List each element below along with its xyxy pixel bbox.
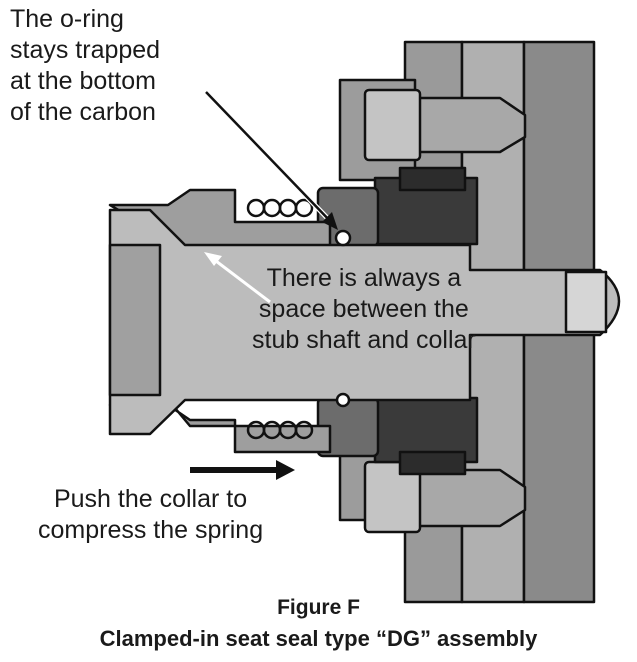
clamp-bolt-bottom [413,468,527,528]
bolt-head-top [363,88,422,162]
push-annotation: Push the collar to compress the spring [38,484,263,546]
oring-annotation-line: of the carbon [10,98,156,126]
space-annotation: There is always a space between the stub… [252,263,476,356]
space-pointer-arrow [204,252,271,304]
oring-annotation-line: at the bottom [10,67,156,95]
push-arrow [190,460,295,480]
oring-annotation: The o-ring stays trapped at the bottom o… [10,4,160,128]
push-annotation-line: compress the spring [38,516,264,544]
space-annotation-line: stub shaft and collar [252,326,476,354]
push-annotation-line: Push the collar to [53,485,248,513]
seat-hub-bottom [398,450,467,476]
seat-hub-top [398,166,467,192]
spring-coil [262,198,282,218]
figure-caption: Clamped-in seat seal type “DG” assembly [99,626,538,651]
oring-annotation-line: stays trapped [10,36,161,64]
space-annotation-line: There is always a [266,264,462,292]
spring-coil [294,198,314,218]
oring-pointer-arrow [204,90,338,230]
shaft-end-cap [564,270,608,334]
shaft-bore [108,243,162,397]
oring-annotation-line: The o-ring [10,5,124,33]
spring-coil [294,420,314,440]
stub-shaft [108,208,621,436]
spring-coil [278,198,298,218]
clamp-bolt-top [413,96,527,154]
spring-coil [246,198,266,218]
o-ring-bottom [335,392,351,408]
o-ring-top [334,229,352,247]
figure-number: Figure F [277,596,360,619]
space-annotation-line: space between the [258,295,469,323]
